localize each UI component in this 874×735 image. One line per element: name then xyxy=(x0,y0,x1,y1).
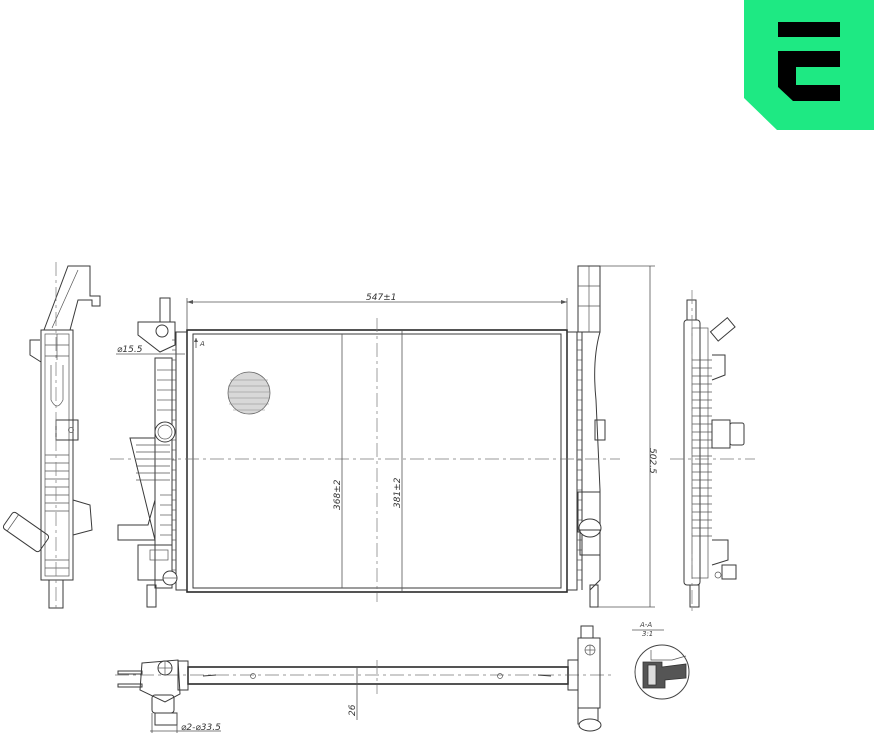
dimension-core-height-inner: 368±2 xyxy=(333,479,343,510)
right-side-view xyxy=(670,290,755,612)
section-marker: A xyxy=(199,340,205,348)
section-scale: 3:1 xyxy=(642,630,653,638)
dimension-overall-height: 502.5 xyxy=(647,448,657,474)
core-mesh-detail xyxy=(227,371,271,415)
dimension-core-depth: 26 xyxy=(348,704,358,716)
front-view xyxy=(110,265,655,608)
section-label: A-A xyxy=(639,621,652,629)
brand-logo xyxy=(744,0,874,130)
top-view xyxy=(115,625,615,733)
dimension-core-height-outer: 381±2 xyxy=(393,477,403,508)
dimension-small-pipe-diameter: ⌀15.5 xyxy=(117,345,143,355)
left-side-view xyxy=(2,262,101,612)
logo-mark-icon xyxy=(744,0,874,130)
dimension-overall-width: 547±1 xyxy=(366,293,396,303)
dimension-large-pipe-diameter: ⌀2-⌀33.5 xyxy=(181,723,221,733)
section-detail xyxy=(632,629,690,700)
